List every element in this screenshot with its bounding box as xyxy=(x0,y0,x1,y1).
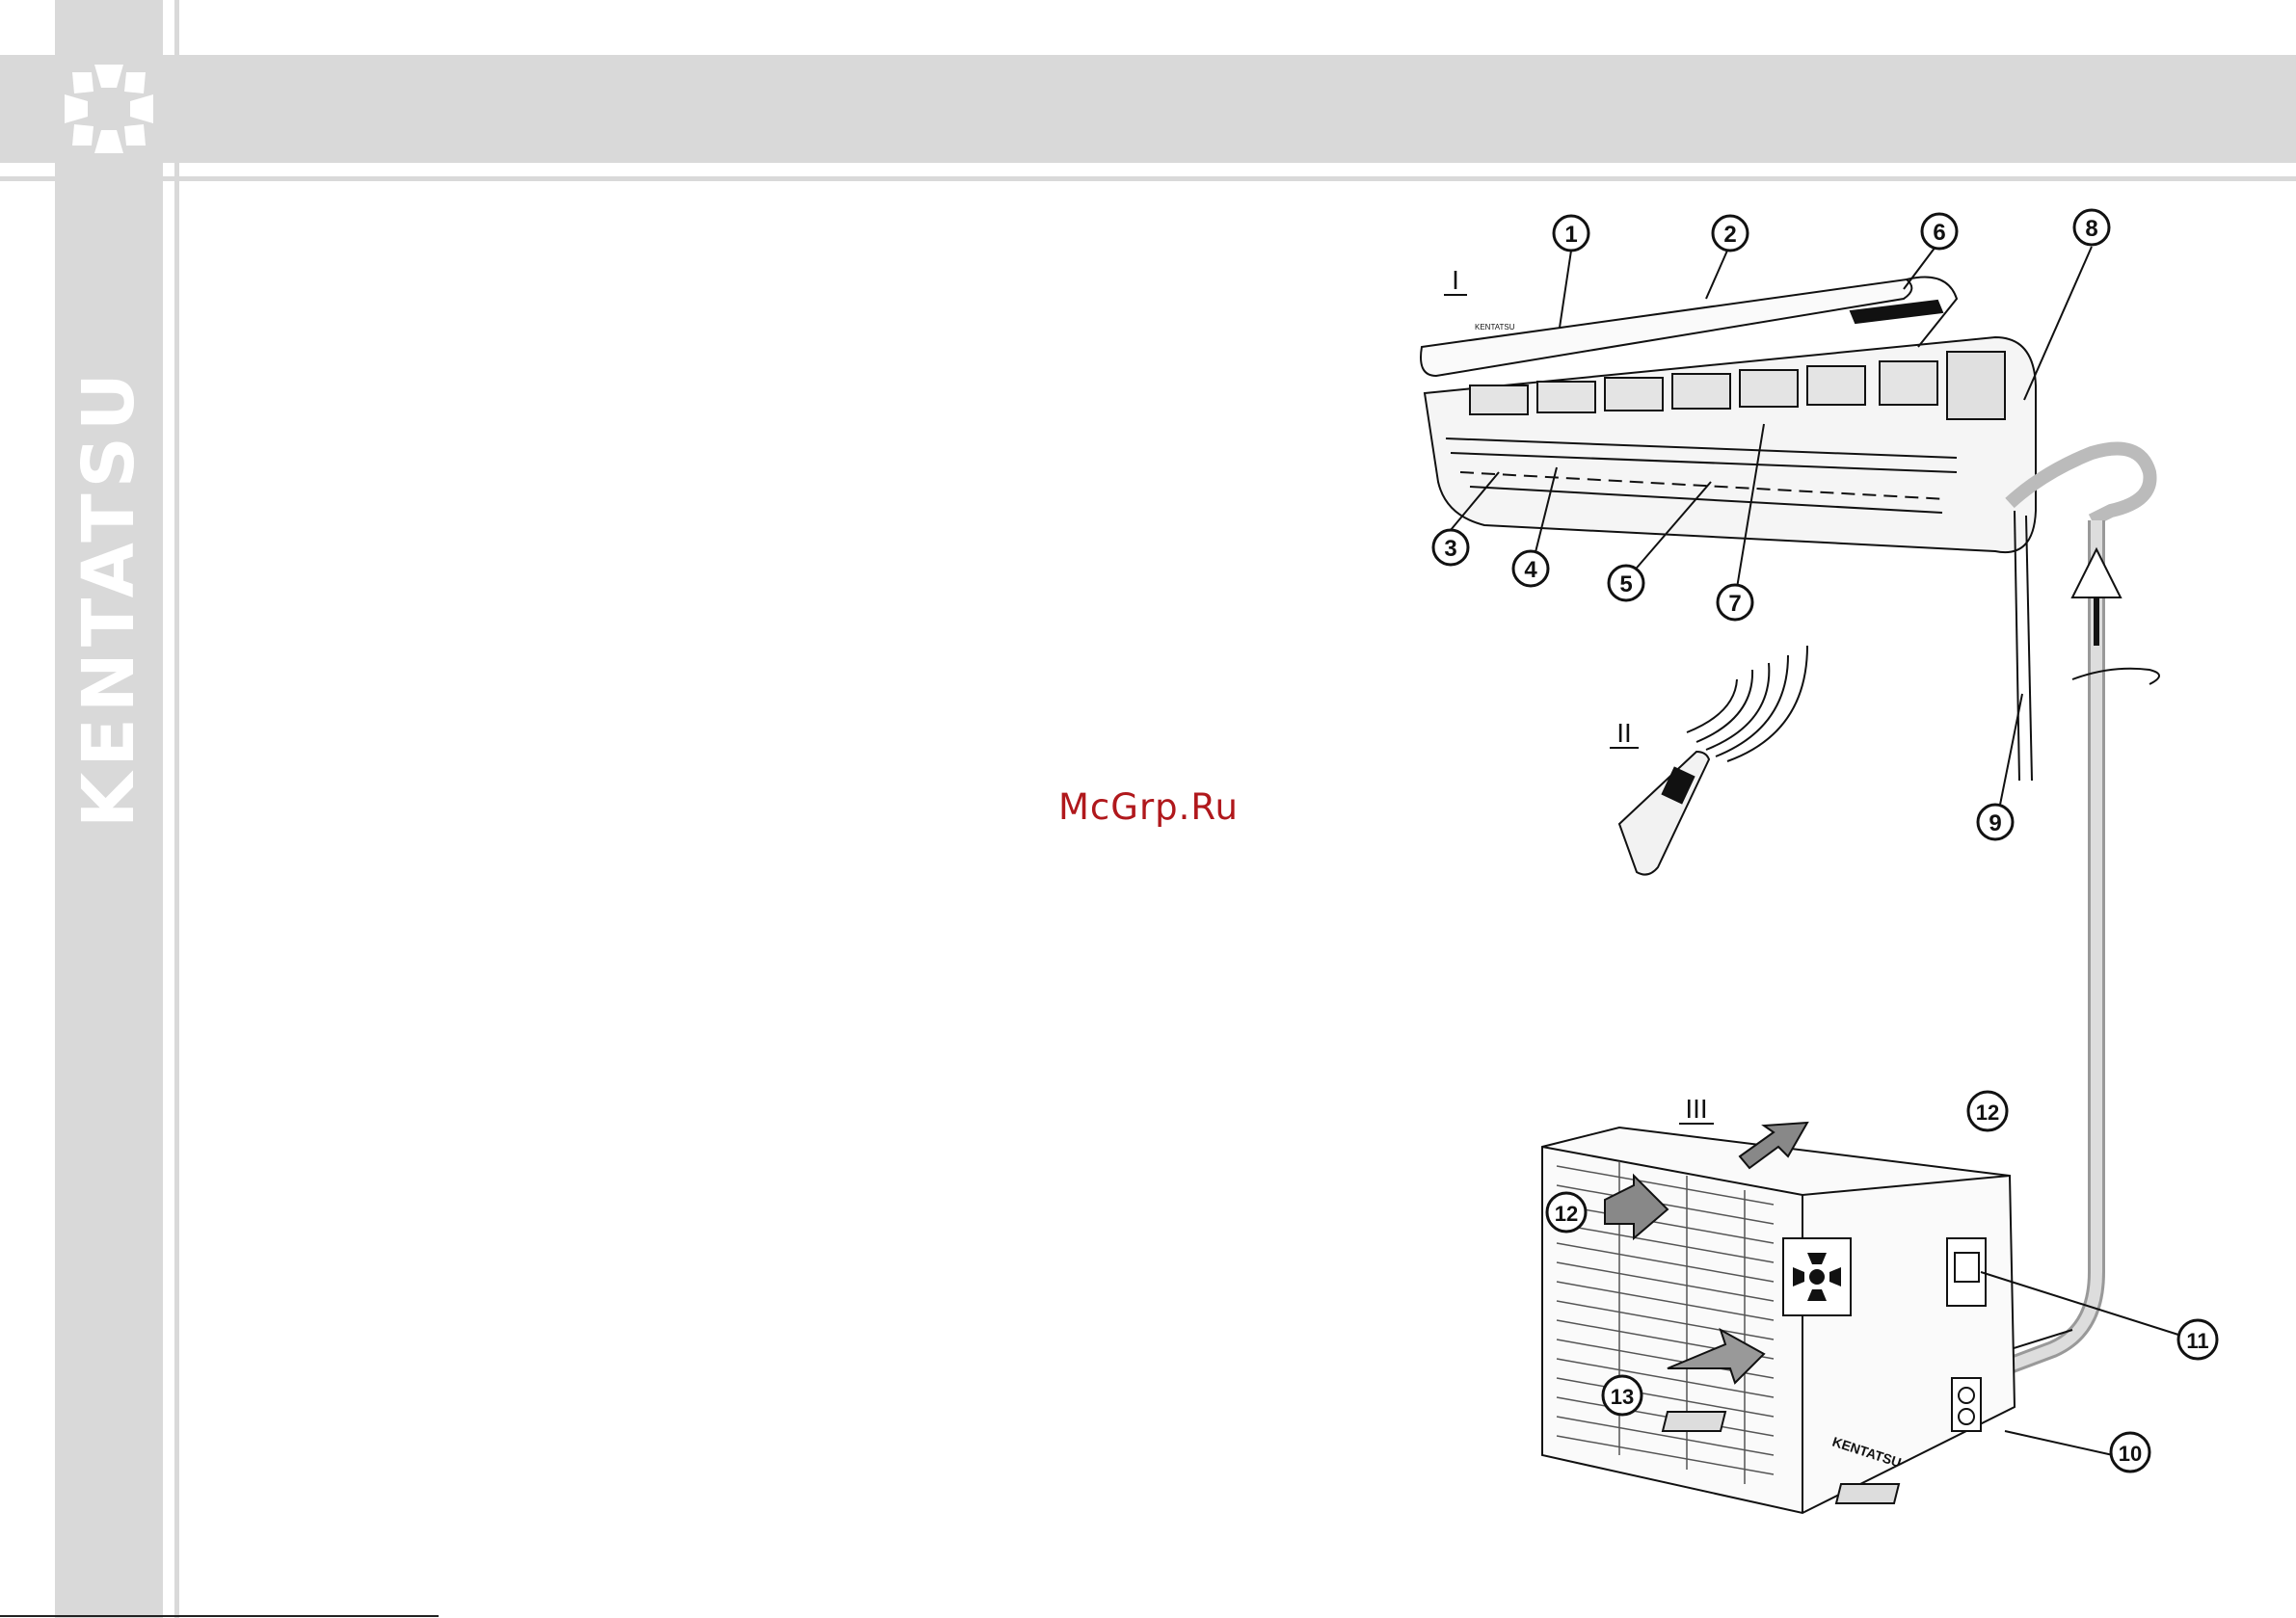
callout-3: 3 xyxy=(1433,530,1468,565)
callout-6: 6 xyxy=(1922,214,1957,249)
callout-2: 2 xyxy=(1713,216,1748,251)
callout-12-left: 12 xyxy=(1547,1193,1586,1232)
indoor-unit: KENTATSU xyxy=(1421,278,2036,553)
svg-text:12: 12 xyxy=(1555,1202,1578,1226)
section-label-indoor: I xyxy=(1452,265,1459,295)
svg-text:5: 5 xyxy=(1619,571,1632,597)
callout-13: 13 xyxy=(1603,1376,1642,1415)
svg-text:KENTATSU: KENTATSU xyxy=(1475,323,1515,332)
svg-text:4: 4 xyxy=(1524,557,1537,583)
svg-text:8: 8 xyxy=(2085,216,2097,242)
callout-11: 11 xyxy=(2178,1320,2217,1359)
callout-5: 5 xyxy=(1609,566,1643,600)
sidebar-divider xyxy=(174,0,179,1618)
footer-rule xyxy=(0,1615,439,1617)
header-band xyxy=(0,55,2296,163)
section-label-outdoor: III xyxy=(1685,1094,1707,1124)
svg-text:7: 7 xyxy=(1728,591,1741,617)
header-divider xyxy=(0,176,2296,181)
svg-text:13: 13 xyxy=(1611,1385,1634,1409)
outdoor-unit: KENTATSU xyxy=(1542,1123,2015,1513)
svg-text:9: 9 xyxy=(1989,810,2001,836)
svg-text:2: 2 xyxy=(1723,222,1736,248)
svg-text:10: 10 xyxy=(2119,1442,2142,1466)
svg-text:11: 11 xyxy=(2186,1329,2208,1353)
callout-7: 7 xyxy=(1718,585,1752,620)
callout-8: 8 xyxy=(2074,210,2109,245)
callout-4: 4 xyxy=(1513,551,1548,586)
callout-9: 9 xyxy=(1978,805,2013,839)
svg-text:6: 6 xyxy=(1933,220,1945,246)
svg-text:1: 1 xyxy=(1564,222,1577,248)
svg-text:3: 3 xyxy=(1444,536,1456,562)
remote-control xyxy=(1619,646,1807,875)
section-label-remote: II xyxy=(1616,718,1632,748)
watermark-text: McGrp.Ru xyxy=(1058,786,1239,828)
kentatsu-logo-icon xyxy=(55,55,163,163)
air-conditioner-diagram: KENTATSU xyxy=(1378,193,2296,1523)
svg-text:12: 12 xyxy=(1976,1101,1999,1125)
brand-vertical-text: KENTATSU xyxy=(67,367,150,828)
callout-12-right: 12 xyxy=(1968,1092,2007,1130)
callout-1: 1 xyxy=(1554,216,1589,251)
callout-10: 10 xyxy=(2111,1433,2149,1472)
